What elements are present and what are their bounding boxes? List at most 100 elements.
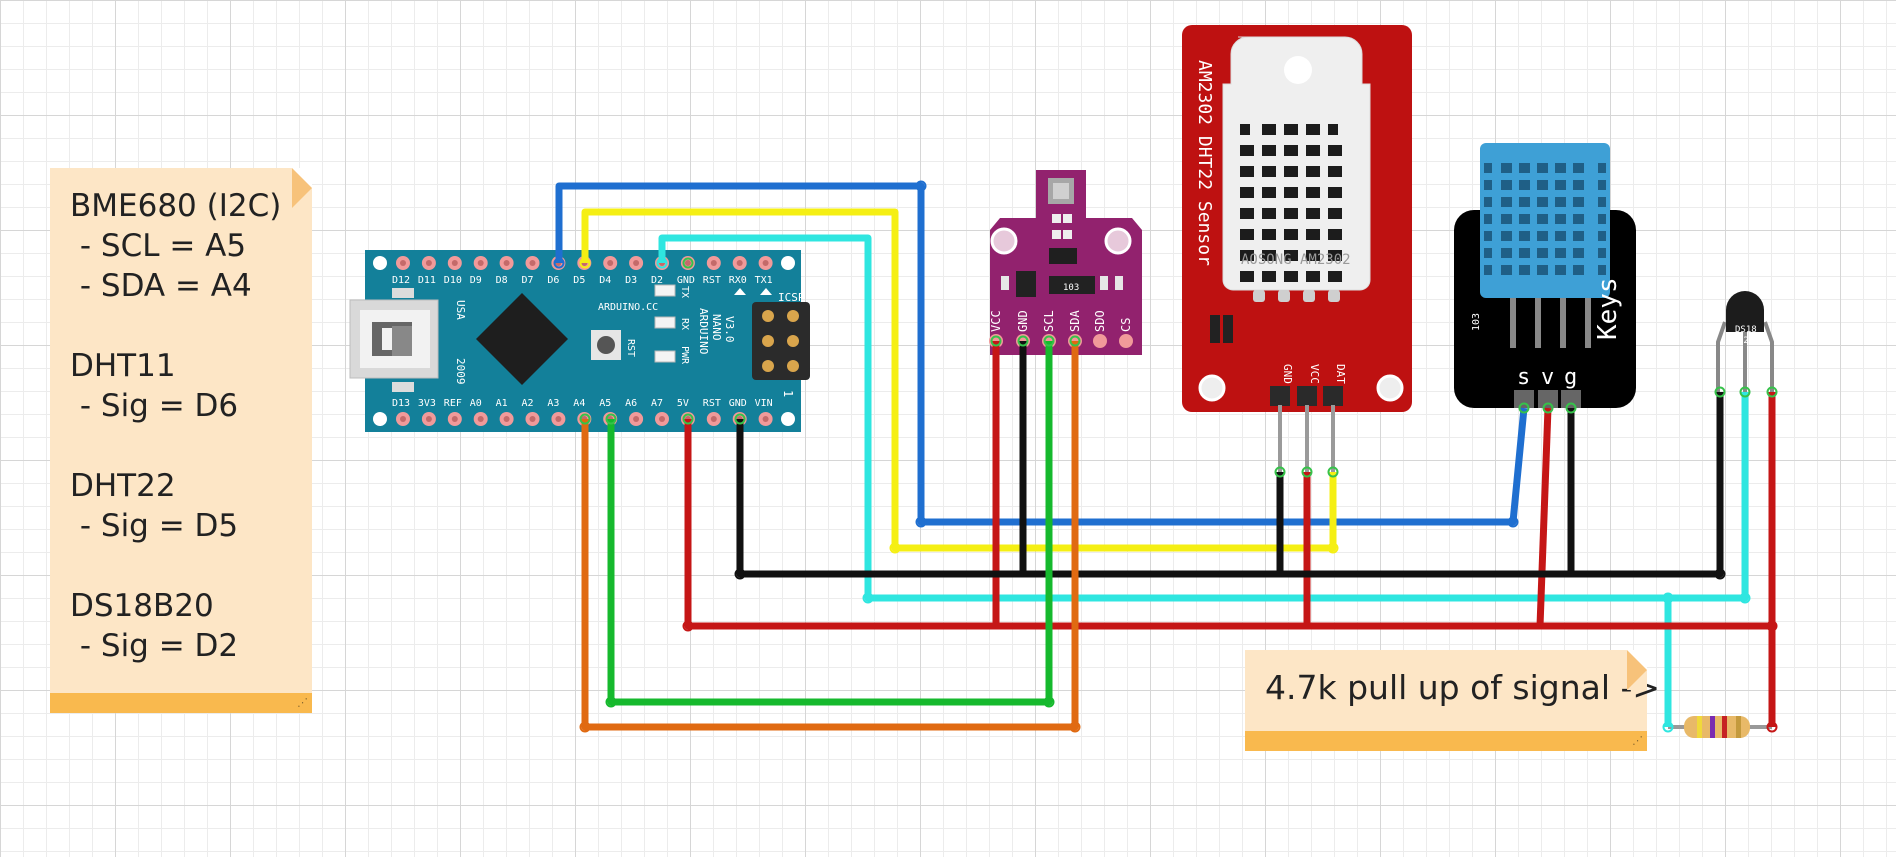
pin-d10[interactable]: D10: [444, 256, 462, 286]
dht22-pin-gnd[interactable]: GND: [1270, 364, 1294, 406]
pin-a3[interactable]: A3: [547, 398, 566, 426]
pin-3v3[interactable]: 3V3: [418, 398, 436, 426]
wire-endpoint[interactable]: [1662, 721, 1674, 733]
bme680-pin-cs[interactable]: CS: [1119, 318, 1133, 348]
wire-endpoint[interactable]: [1766, 386, 1778, 398]
wire-d5-dht22-signal[interactable]: [581, 208, 1337, 552]
pin-a7[interactable]: A7: [651, 398, 669, 426]
pin-a1[interactable]: A1: [496, 398, 514, 426]
wire-5v-power[interactable]: [684, 392, 1776, 630]
wire-endpoint[interactable]: [1542, 402, 1554, 414]
pin-label-d7: D7: [522, 275, 534, 286]
wire-endpoint[interactable]: [1507, 516, 1519, 528]
wire-endpoint[interactable]: [1327, 466, 1339, 478]
rx-led-label: RX: [679, 318, 690, 330]
pin-ref[interactable]: REF: [444, 398, 462, 426]
pin-d9[interactable]: D9: [470, 256, 488, 286]
dht11-pin-v[interactable]: v: [1538, 365, 1558, 408]
wire-endpoint[interactable]: [553, 257, 565, 269]
svg-text:V3.0: V3.0: [723, 316, 736, 343]
wire-endpoint[interactable]: [682, 257, 694, 269]
wire-endpoint[interactable]: [889, 542, 901, 554]
dht22-pin-vcc[interactable]: VCC: [1297, 364, 1321, 406]
pin-d13[interactable]: D13: [392, 398, 410, 426]
rst-label: RST: [625, 339, 636, 357]
dht22-pin-label-gnd: GND: [1281, 364, 1294, 384]
resize-grip-icon[interactable]: ⋰: [297, 696, 308, 709]
wire-endpoint[interactable]: [579, 257, 591, 269]
wire-endpoint[interactable]: [656, 257, 668, 269]
wire-endpoint[interactable]: [1739, 386, 1751, 398]
wire-endpoint[interactable]: [1301, 466, 1313, 478]
wire-endpoint[interactable]: [915, 180, 927, 192]
dht22-grille: [1240, 124, 1342, 282]
dht22-pin-dat[interactable]: DAT: [1323, 364, 1347, 406]
pin-label-d4: D4: [599, 275, 611, 286]
pin-a6[interactable]: A6: [625, 398, 644, 426]
pin-d12[interactable]: D12: [392, 256, 410, 286]
wire-endpoint[interactable]: [1714, 568, 1726, 580]
wire-endpoint[interactable]: [579, 721, 591, 733]
wire-gnd[interactable]: [736, 392, 1724, 578]
wire-endpoint[interactable]: [579, 413, 591, 425]
wire-endpoint[interactable]: [1274, 466, 1286, 478]
wire-endpoint[interactable]: [1043, 696, 1055, 708]
wire-endpoint[interactable]: [734, 413, 746, 425]
wire-endpoint[interactable]: [682, 413, 694, 425]
wire-endpoint[interactable]: [1043, 335, 1055, 347]
wire-endpoint[interactable]: [605, 413, 617, 425]
wire-endpoint[interactable]: [1518, 402, 1530, 414]
pin-a0[interactable]: A0: [470, 398, 488, 426]
dht11-pin-g[interactable]: g: [1561, 365, 1581, 408]
pin-d4[interactable]: D4: [599, 256, 618, 286]
icsp-pin1-label: 1: [781, 390, 795, 397]
pullup-note[interactable]: 4.7k pull up of signal -> ⋰: [1245, 650, 1660, 751]
wire-endpoint[interactable]: [1069, 721, 1081, 733]
wire-endpoint[interactable]: [1714, 386, 1726, 398]
wire-endpoint[interactable]: [734, 568, 746, 580]
wire-endpoint[interactable]: [915, 516, 927, 528]
wire-endpoint[interactable]: [1739, 592, 1751, 604]
pin-rst[interactable]: RST: [703, 256, 721, 286]
pin-assignment-note[interactable]: BME680 (I2C) - SCL = A5 - SDA = A4 DHT11…: [50, 168, 312, 713]
wire-endpoint[interactable]: [1766, 620, 1778, 632]
wire-d2-ds18b20-signal[interactable]: [658, 234, 1749, 602]
wire-a5-scl[interactable]: [607, 341, 1053, 706]
wire-endpoint[interactable]: [1662, 592, 1674, 604]
wire-endpoint[interactable]: [1069, 335, 1081, 347]
pin-d8[interactable]: D8: [496, 256, 514, 286]
resize-grip-icon[interactable]: ⋰: [1632, 734, 1643, 747]
bme680-pin-sdo[interactable]: SDO: [1093, 310, 1107, 348]
ds18b20-sensor[interactable]: DS18 B20: [1716, 291, 1774, 392]
bme680-pin-label-gnd: GND: [1016, 310, 1030, 332]
pwr-led: [654, 350, 676, 363]
wire-endpoint[interactable]: [1766, 721, 1778, 733]
dht11-pin-s[interactable]: s: [1514, 365, 1534, 408]
wire-endpoint[interactable]: [1017, 335, 1029, 347]
arduino-nano[interactable]: USA 2009 RST ARDUINO.CC TX RX PWR ARDUIN…: [349, 250, 810, 432]
pin-rst[interactable]: RST: [703, 398, 721, 426]
wire-endpoint[interactable]: [682, 620, 694, 632]
wire-dht11-vcc[interactable]: [1536, 407, 1552, 627]
pin-vin[interactable]: VIN: [755, 398, 773, 426]
pin-d7[interactable]: D7: [522, 256, 540, 286]
wire-endpoint[interactable]: [990, 335, 1002, 347]
pin-d3[interactable]: D3: [625, 256, 644, 286]
wire-endpoint[interactable]: [1327, 542, 1339, 554]
pin-label-d12: D12: [392, 275, 410, 286]
pin-d11[interactable]: D11: [418, 256, 436, 286]
dht11-pin-label-v: v: [1541, 365, 1554, 390]
icsp-header[interactable]: [752, 302, 810, 380]
wire-endpoint[interactable]: [862, 592, 874, 604]
pin-rx0[interactable]: RX0: [729, 256, 747, 286]
pin-a2[interactable]: A2: [522, 398, 540, 426]
pin-tx1[interactable]: TX1: [755, 256, 773, 286]
wire-a4-sda[interactable]: [581, 341, 1079, 731]
wire-d6-dht11-signal[interactable]: [555, 182, 1528, 526]
pullup-resistor[interactable]: [1668, 716, 1772, 738]
wire-endpoint[interactable]: [605, 696, 617, 708]
wire-endpoint[interactable]: [1565, 402, 1577, 414]
